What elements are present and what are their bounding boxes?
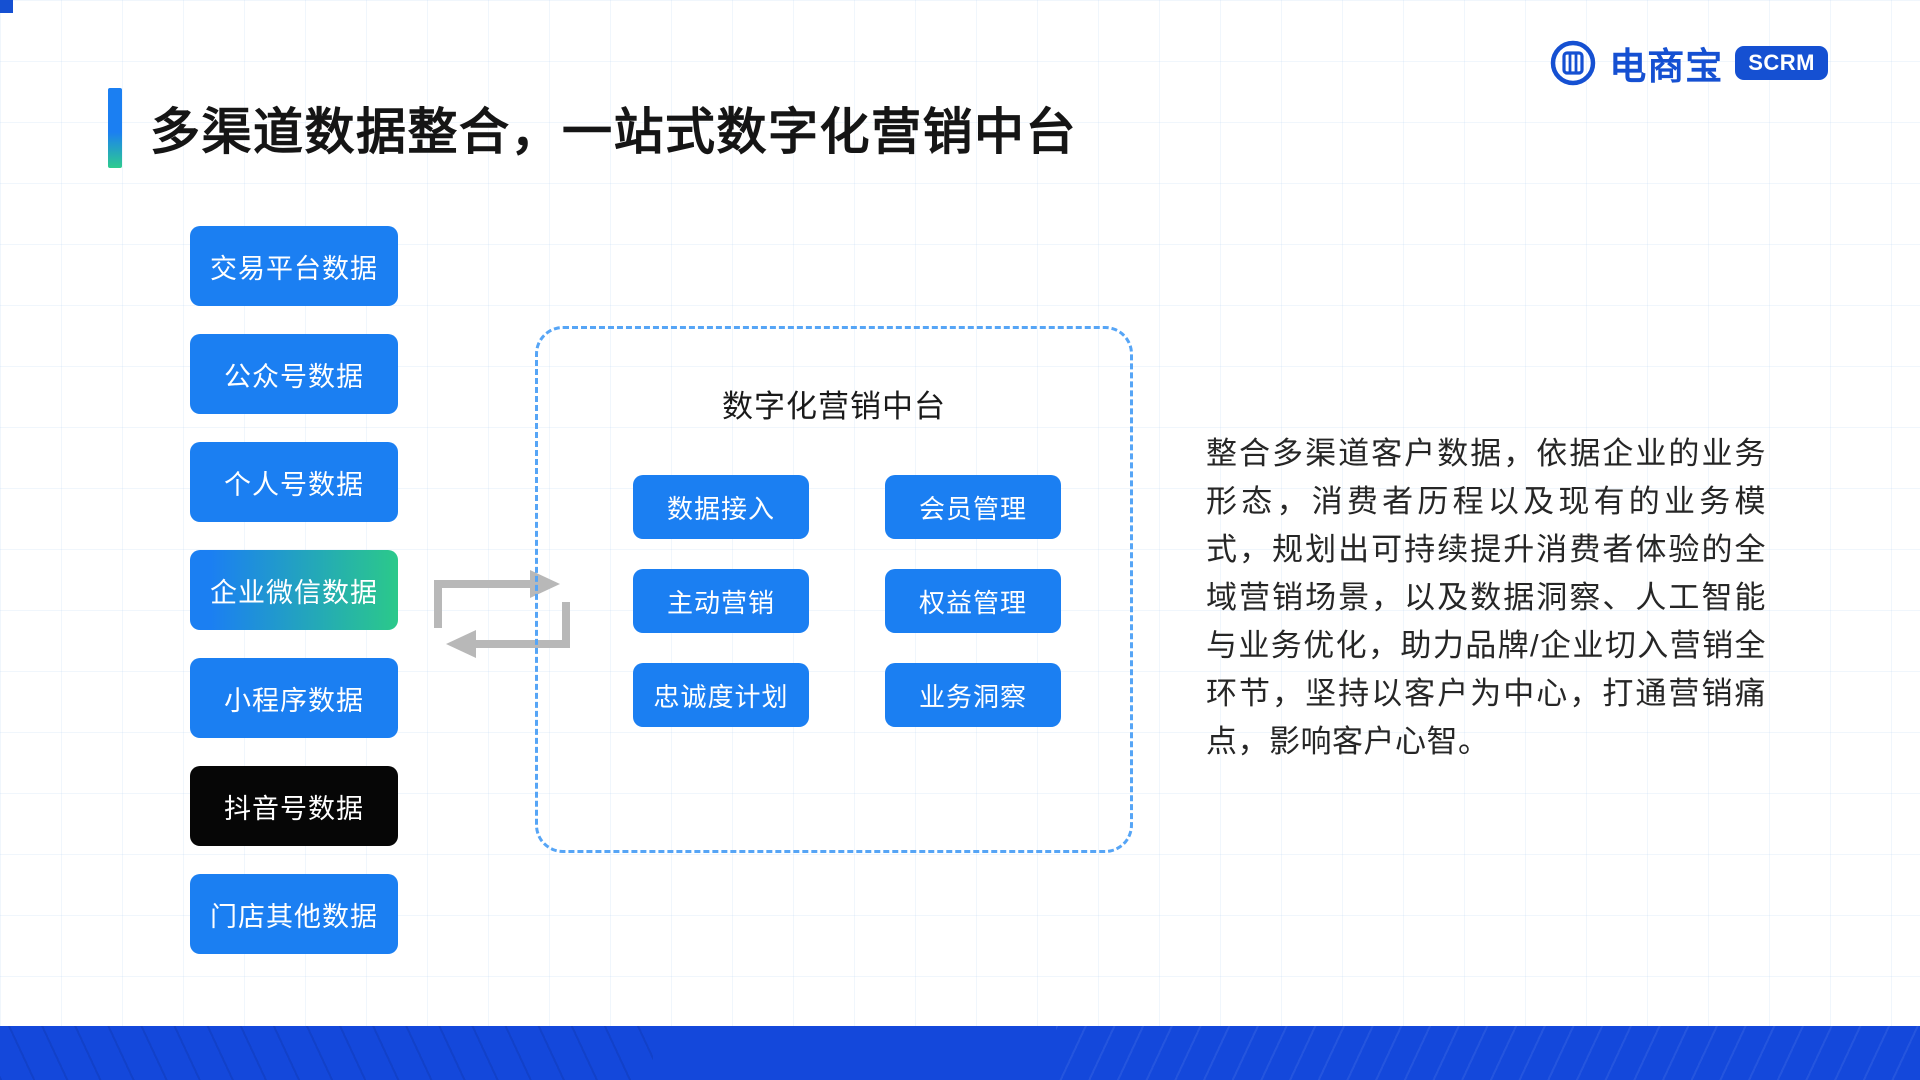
module-item: 数据接入 — [633, 475, 809, 539]
module-item: 主动营销 — [633, 569, 809, 633]
module-item: 权益管理 — [885, 569, 1061, 633]
corner-accent — [0, 0, 13, 13]
source-item: 企业微信数据 — [190, 550, 398, 630]
brand-logo: 电商宝 SCRM — [1549, 36, 1828, 90]
page-title-text: 多渠道数据整合，一站式数字化营销中台 — [150, 104, 1077, 160]
source-item: 门店其他数据 — [190, 874, 398, 954]
module-grid: 数据接入 会员管理 主动营销 权益管理 忠诚度计划 业务洞察 — [633, 475, 1061, 727]
page-title: 多渠道数据整合，一站式数字化营销中台 — [108, 88, 1077, 168]
source-item: 交易平台数据 — [190, 226, 398, 306]
title-accent-bar — [108, 88, 122, 168]
footer-bar — [0, 1026, 1920, 1080]
source-item: 小程序数据 — [190, 658, 398, 738]
brand-name: 电商宝 — [1609, 46, 1724, 87]
module-item: 业务洞察 — [885, 663, 1061, 727]
source-list: 交易平台数据 公众号数据 个人号数据 企业微信数据 小程序数据 抖音号数据 门店… — [190, 226, 398, 954]
platform-box: 数字化营销中台 数据接入 会员管理 主动营销 权益管理 忠诚度计划 业务洞察 — [535, 326, 1133, 853]
source-item: 公众号数据 — [190, 334, 398, 414]
brand-badge: SCRM — [1735, 46, 1828, 80]
source-item: 个人号数据 — [190, 442, 398, 522]
module-item: 忠诚度计划 — [633, 663, 809, 727]
module-item: 会员管理 — [885, 475, 1061, 539]
platform-title: 数字化营销中台 — [722, 389, 946, 424]
description-text: 整合多渠道客户数据，依据企业的业务形态，消费者历程以及现有的业务模式，规划出可持… — [1206, 436, 1766, 759]
brand-coin-icon — [1549, 39, 1597, 87]
source-item: 抖音号数据 — [190, 766, 398, 846]
